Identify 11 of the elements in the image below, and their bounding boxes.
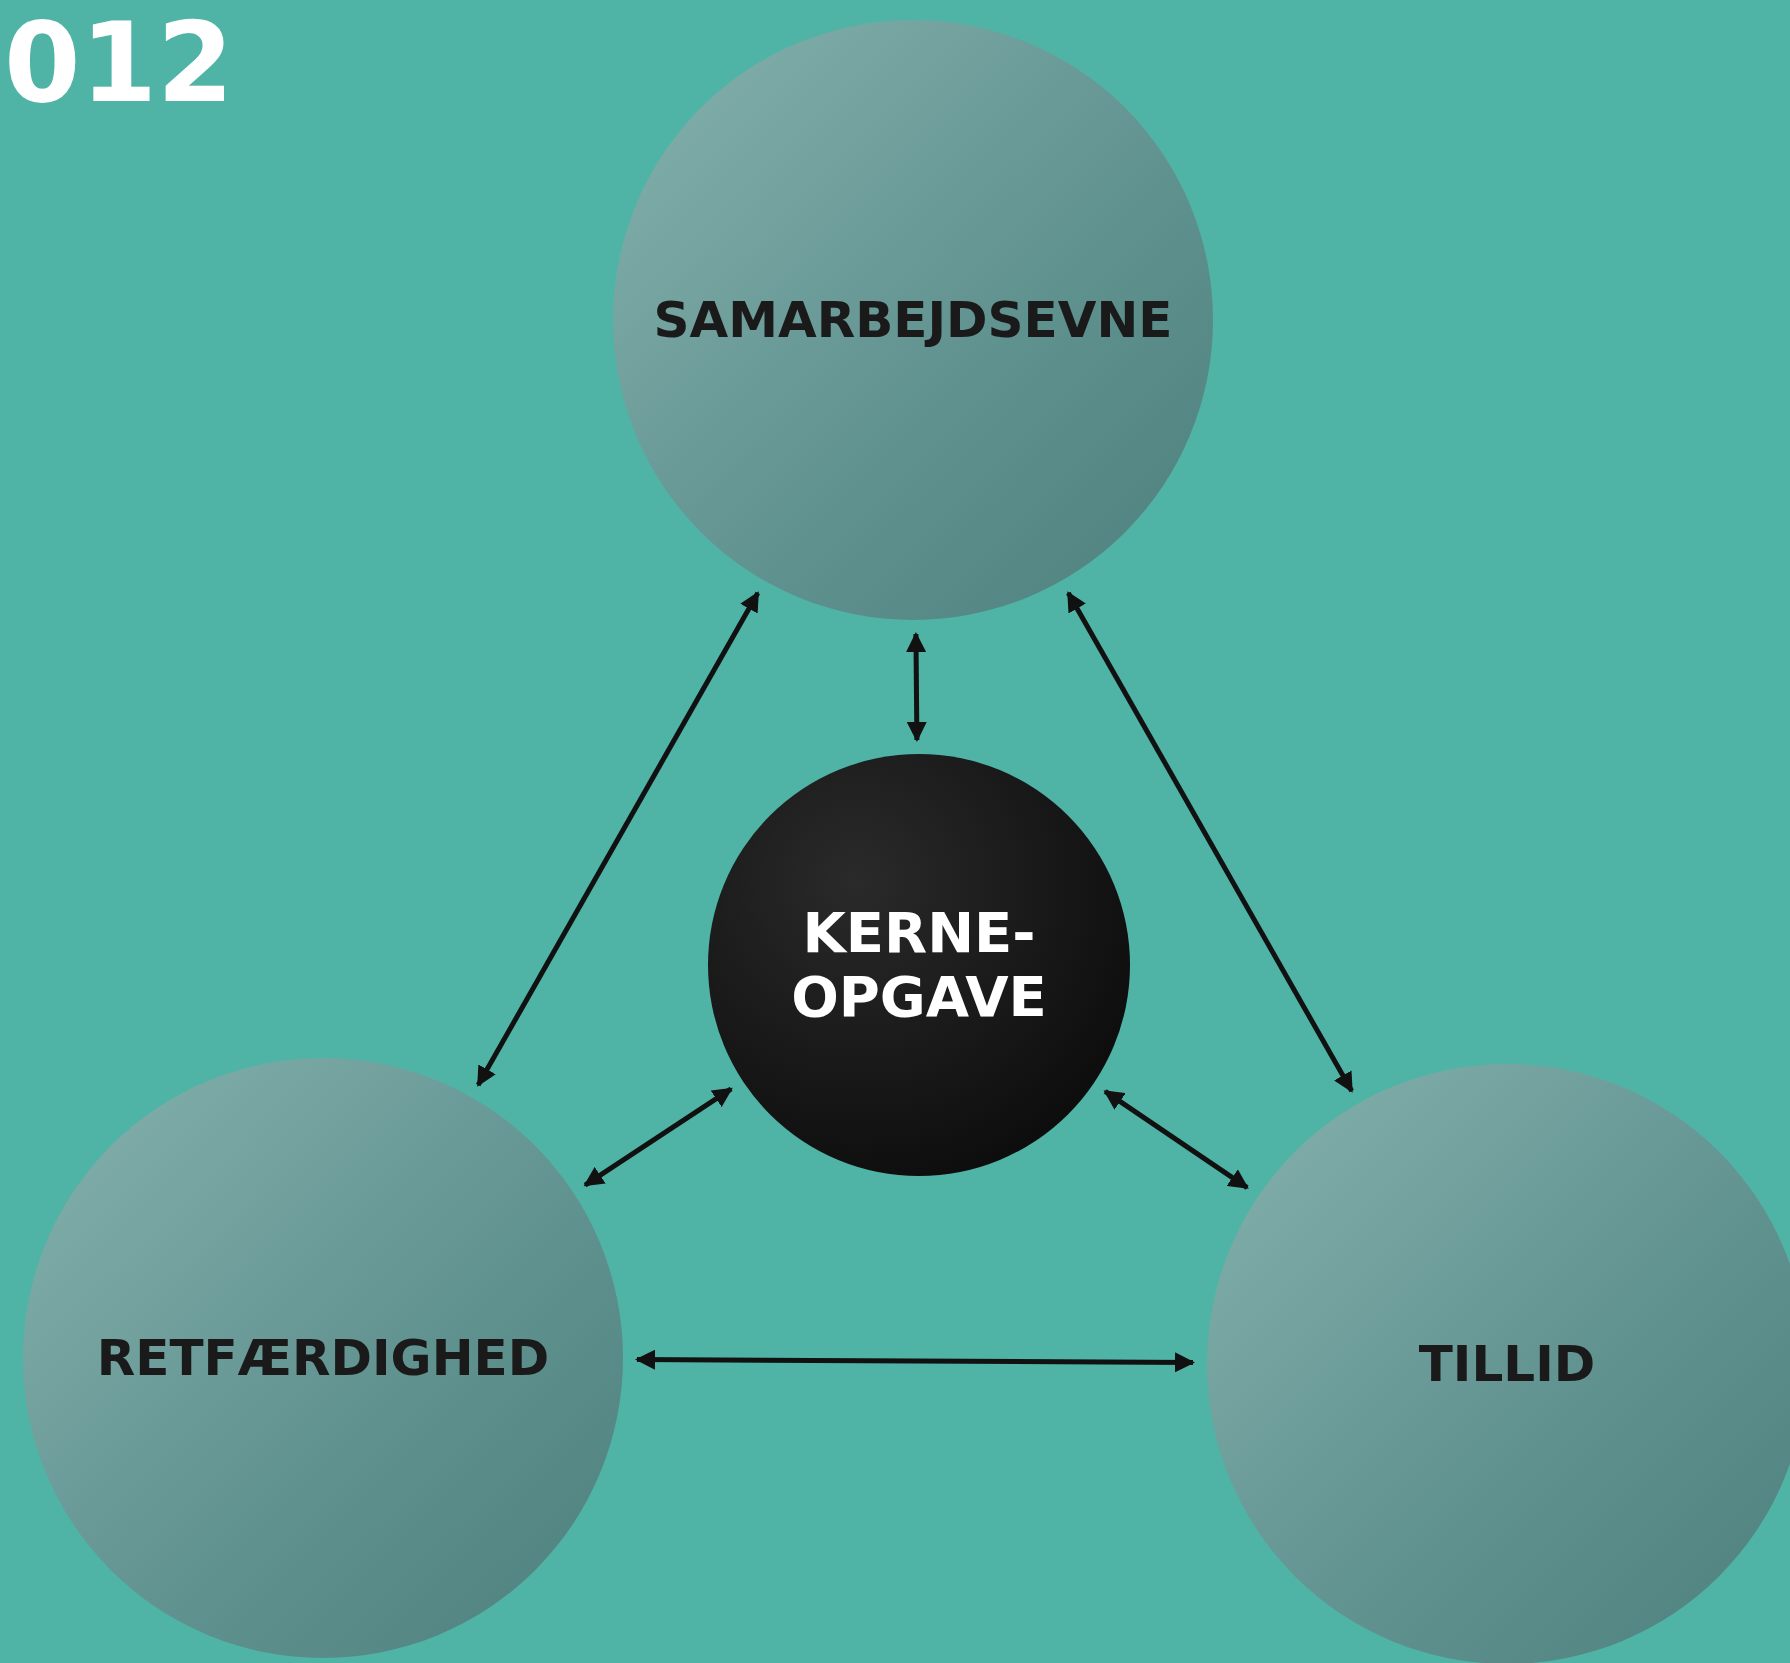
node-label: KERNE- OPGAVE <box>790 900 1048 1030</box>
node-label: RETFÆRDIGHED <box>96 1327 550 1389</box>
node-label: TILLID <box>1418 1333 1596 1395</box>
double-arrow <box>635 1349 1195 1373</box>
double-arrow <box>906 632 927 742</box>
year-text: 012 <box>4 8 234 118</box>
double-arrow <box>1103 1089 1249 1190</box>
double-arrow <box>583 1086 733 1188</box>
node-label: SAMARBEJDSEVNE <box>653 289 1173 351</box>
double-arrow <box>1066 591 1354 1093</box>
double-arrow <box>476 591 760 1087</box>
